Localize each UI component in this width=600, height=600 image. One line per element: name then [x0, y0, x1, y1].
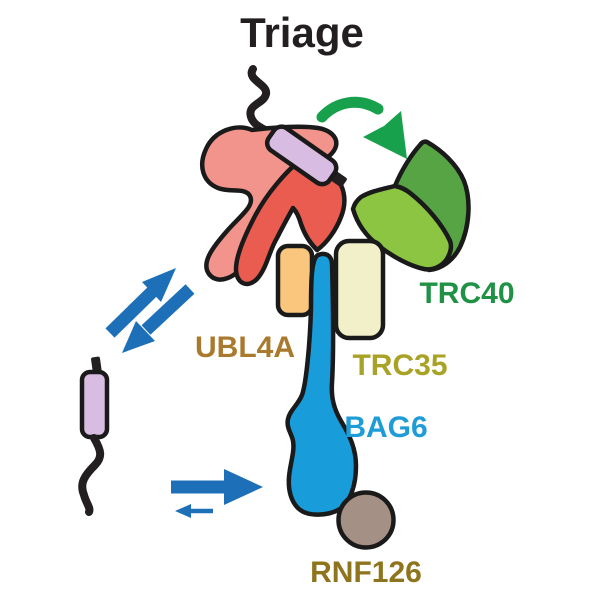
ubl4a-box [275, 243, 315, 318]
label-ubl4a: UBL4A [195, 331, 295, 364]
bag6-shape [285, 251, 359, 517]
trc35-box [333, 238, 386, 341]
equilibrium-forward-head [224, 469, 263, 505]
label-rnf126: RNF126 [310, 556, 422, 589]
label-trc40: TRC40 [419, 277, 514, 310]
rnf126-circle [336, 490, 396, 550]
exchange-arrow-down-shaft [141, 284, 195, 335]
free-substrate-tm-helix [79, 369, 110, 440]
bound-substrate-tm-helix [264, 124, 339, 187]
label-bag6: BAG6 [344, 411, 427, 444]
free-substrate-tail-squiggle [78, 434, 105, 516]
free-substrate [78, 356, 110, 516]
exchange-arrow-up-head [142, 268, 176, 302]
transfer-arrow-head [363, 111, 407, 159]
label-trc35: TRC35 [352, 349, 447, 382]
diagram-title: Triage [240, 9, 364, 56]
exchange-arrows [105, 268, 195, 353]
trc40-front-shape [350, 183, 454, 272]
exchange-arrow-up-shaft [105, 286, 158, 338]
exchange-arrow-down-head [122, 321, 155, 353]
transfer-arrow-shaft [316, 96, 384, 123]
equilibrium-arrows [171, 469, 263, 518]
equilibrium-reverse-head [175, 504, 191, 518]
